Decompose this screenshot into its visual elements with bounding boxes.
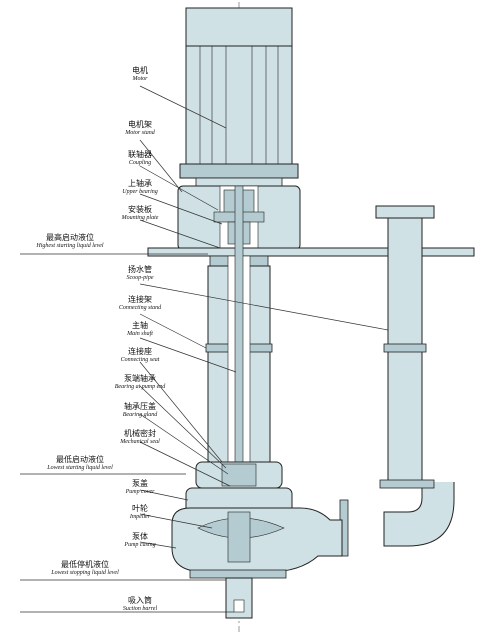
- label-impeller-zh: 叶轮: [132, 504, 148, 513]
- label-upper-bearing-zh: 上轴承: [128, 179, 152, 188]
- label-pump-casing-en: Pump casing: [124, 542, 156, 548]
- leader-pump-cover: [139, 489, 189, 501]
- label-connecting-stand: 连接架 Connecting stand: [100, 295, 180, 312]
- label-mounting-plate: 安装板 Mounting plate: [100, 205, 180, 222]
- label-main-shaft-en: Main shaft: [127, 331, 153, 337]
- label-coupling-zh: 联轴器: [128, 150, 152, 159]
- label-highest-starting-level: 最高启动液位 Highest starting liquid level: [10, 233, 130, 250]
- label-upper-bearing-en: Upper bearing: [122, 189, 158, 195]
- label-bearing-gland-en: Bearing gland: [122, 412, 158, 418]
- leader-motor-stand: [139, 139, 183, 193]
- leader-connecting-seat: [139, 361, 223, 463]
- label-suction-barrel-en: Suction barrel: [122, 606, 158, 612]
- leader-bearing-gland: [139, 413, 229, 475]
- label-motor-en: Motor: [132, 76, 148, 82]
- label-pump-cover-en: Pump cover: [125, 489, 155, 495]
- label-mounting-plate-zh: 安装板: [128, 205, 152, 214]
- label-bearing-pump-end: 泵端轴承 Bearing at pump end: [100, 374, 180, 391]
- label-mechanical-seal: 机械密封 Mechanical seal: [100, 429, 180, 446]
- mounting-plate: [147, 247, 475, 267]
- pump-end: [171, 461, 343, 579]
- label-pump-cover: 泵盖 Pump cover: [100, 479, 180, 496]
- label-impeller: 叶轮 Impeller: [100, 504, 180, 521]
- label-highest-starting-level-zh: 最高启动液位: [46, 233, 94, 242]
- label-main-shaft: 主轴 Main shaft: [100, 321, 180, 338]
- label-mounting-plate-en: Mounting plate: [121, 215, 159, 221]
- label-motor-stand: 电机架 Motor stand: [100, 120, 180, 137]
- leader-connecting-stand: [139, 313, 207, 349]
- label-suction-barrel-zh: 吸入筒: [128, 596, 152, 605]
- label-impeller-en: Impeller: [129, 514, 151, 520]
- label-scoop-pipe-en: Scoop-pipe: [126, 275, 154, 281]
- label-scoop-pipe: 扬水管 Scoop-pipe: [100, 265, 180, 282]
- label-lowest-stopping-level-zh: 最低停机液位: [61, 560, 109, 569]
- label-connecting-seat-zh: 连接座: [128, 347, 152, 356]
- leader-main-shaft: [139, 337, 237, 373]
- label-connecting-stand-zh: 连接架: [128, 295, 152, 304]
- label-suction-barrel: 吸入筒 Suction barrel: [100, 596, 180, 613]
- scoop-pipe: [339, 205, 455, 557]
- label-bearing-pump-end-en: Bearing at pump end: [114, 384, 166, 390]
- label-pump-casing-zh: 泵体: [132, 532, 148, 541]
- label-mechanical-seal-en: Mechanical seal: [120, 439, 160, 445]
- label-connecting-seat-en: Connecting seat: [120, 357, 160, 363]
- leader-scoop-pipe: [139, 283, 389, 331]
- label-lowest-stopping-level: 最低停机液位 Lowest stopping liquid level: [20, 560, 150, 577]
- leader-impeller: [139, 513, 213, 529]
- label-motor-stand-zh: 电机架: [128, 120, 152, 129]
- label-main-shaft-zh: 主轴: [132, 321, 148, 330]
- label-upper-bearing: 上轴承 Upper bearing: [100, 179, 180, 196]
- label-lowest-stopping-level-en: Lowest stopping liquid level: [51, 570, 119, 576]
- label-connecting-stand-en: Connecting stand: [118, 305, 162, 311]
- label-coupling-en: Coupling: [128, 160, 152, 166]
- label-coupling: 联轴器 Coupling: [100, 150, 180, 167]
- label-bearing-pump-end-zh: 泵端轴承: [124, 374, 156, 383]
- label-highest-starting-level-en: Highest starting liquid level: [36, 243, 104, 249]
- leader-mechanical-seal: [139, 441, 231, 487]
- label-lowest-starting-level-zh: 最低启动液位: [56, 455, 104, 464]
- label-motor-stand-en: Motor stand: [125, 130, 155, 136]
- label-lowest-starting-level-en: Lowest starting liquid level: [47, 465, 113, 471]
- leader-lines: [20, 85, 389, 613]
- leader-pump-casing: [139, 541, 177, 549]
- label-scoop-pipe-zh: 扬水管: [128, 265, 152, 274]
- label-connecting-seat: 连接座 Connecting seat: [100, 347, 180, 364]
- label-motor-zh: 电机: [132, 66, 148, 75]
- label-pump-cover-zh: 泵盖: [132, 479, 148, 488]
- leader-coupling: [139, 165, 219, 211]
- label-motor: 电机 Motor: [100, 66, 180, 83]
- motor-body: [179, 7, 299, 187]
- leader-upper-bearing: [139, 193, 223, 225]
- leader-mounting-plate: [139, 219, 221, 249]
- leader-bearing-pump-end: [139, 385, 227, 469]
- label-mechanical-seal-zh: 机械密封: [124, 429, 156, 438]
- label-lowest-starting-level: 最低启动液位 Lowest starting liquid level: [20, 455, 140, 472]
- label-bearing-gland-zh: 轴承压盖: [124, 402, 156, 411]
- label-bearing-gland: 轴承压盖 Bearing gland: [100, 402, 180, 419]
- label-pump-casing: 泵体 Pump casing: [100, 532, 180, 549]
- leader-motor: [139, 85, 227, 129]
